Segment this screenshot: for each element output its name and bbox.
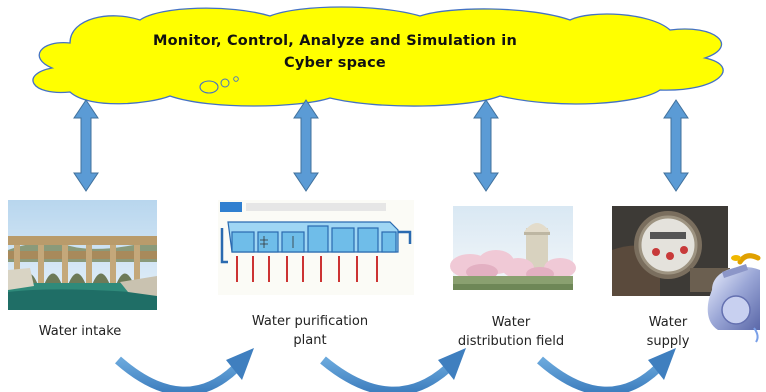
link-arrow-distribution — [473, 99, 499, 192]
label-water-purification: Water purification plant — [225, 312, 395, 350]
link-arrow-intake — [73, 99, 99, 192]
label-water-purification-line1: Water purification — [251, 314, 369, 329]
label-water-distribution-line1: Water — [491, 315, 531, 330]
cloud-bubble-medium — [220, 78, 230, 88]
cyber-space-cloud — [32, 6, 724, 107]
label-water-purification-line2: plant — [293, 333, 327, 348]
cloud-title-line1: Monitor, Control, Analyze and Simulation… — [153, 33, 517, 49]
link-arrow-supply — [663, 99, 689, 192]
flow-arrow-distribution-to-supply — [537, 348, 676, 392]
cloud-bubble-small — [233, 76, 239, 82]
flow-arrow-purification-to-distribution — [320, 348, 466, 392]
water-supply-image — [612, 206, 761, 343]
label-water-supply: Water supply — [628, 313, 708, 351]
cloud-title: Monitor, Control, Analyze and Simulation… — [100, 30, 570, 74]
label-water-supply-line2: supply — [646, 334, 690, 349]
label-water-distribution-line2: distribution field — [457, 334, 565, 349]
link-arrow-purification — [293, 99, 319, 192]
label-water-distribution: Water distribution field — [436, 313, 586, 351]
cloud-title-line2: Cyber space — [284, 55, 386, 71]
water-intake-image — [8, 200, 157, 310]
label-water-intake: Water intake — [38, 324, 122, 339]
purification-plant-image — [218, 200, 414, 295]
flow-arrow-intake-to-purification — [115, 348, 254, 392]
distribution-field-image — [450, 206, 576, 290]
label-water-supply-line1: Water — [648, 315, 688, 330]
cloud-bubble-large — [199, 80, 219, 94]
